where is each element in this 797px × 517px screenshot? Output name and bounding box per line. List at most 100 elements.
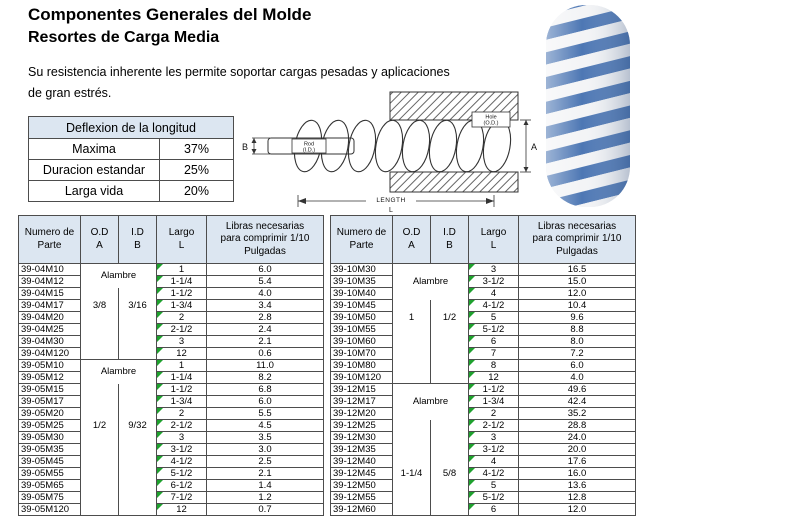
largo-cell: 3 xyxy=(468,431,519,444)
largo-cell: 3 xyxy=(156,431,207,444)
largo-value: 1 xyxy=(178,264,185,275)
deflection-table: Deflexion de la longitud Maxima 37% Dura… xyxy=(28,116,234,202)
dimension-value: 3/8 xyxy=(92,299,107,311)
part-number-cell: 39-10M70 xyxy=(330,347,393,360)
largo-value: 3 xyxy=(178,432,185,443)
libras-cell: 2.1 xyxy=(206,467,324,480)
libras-cell: 3.0 xyxy=(206,443,324,456)
libras-cell: 12.8 xyxy=(518,491,636,504)
green-triangle-icon xyxy=(157,348,163,354)
part-number-cell: 39-12M20 xyxy=(330,407,393,420)
part-number-cell: 39-12M45 xyxy=(330,467,393,480)
rod-label: Rod (I.D.) xyxy=(291,138,327,154)
largo-value: 3-1/2 xyxy=(482,276,505,287)
green-triangle-icon xyxy=(469,432,475,438)
green-triangle-icon xyxy=(157,468,163,474)
od-value-cell: 1-1/4 xyxy=(392,419,431,516)
libras-cell: 13.6 xyxy=(518,479,636,492)
part-number-cell: 39-10M55 xyxy=(330,323,393,336)
green-triangle-icon xyxy=(157,420,163,426)
part-number-cell: 39-10M40 xyxy=(330,287,393,300)
libras-cell: 20.0 xyxy=(518,443,636,456)
libras-cell: 1.4 xyxy=(206,479,324,492)
largo-cell: 5 xyxy=(468,479,519,492)
green-triangle-icon xyxy=(469,336,475,342)
green-triangle-icon xyxy=(469,312,475,318)
wire-label-cell: Alambre xyxy=(392,263,469,300)
largo-cell: 4-1/2 xyxy=(156,455,207,468)
deflection-label: Maxima xyxy=(28,138,160,160)
libras-cell: 4.0 xyxy=(206,287,324,300)
green-triangle-icon xyxy=(157,372,163,378)
largo-value: 4-1/2 xyxy=(170,456,193,467)
libras-cell: 4.5 xyxy=(206,419,324,432)
largo-value: 5 xyxy=(490,480,497,491)
libras-cell: 6.8 xyxy=(206,383,324,396)
largo-cell: 3 xyxy=(468,263,519,276)
libras-cell: 8.8 xyxy=(518,323,636,336)
table-row: Duracion estandar 25% xyxy=(28,159,234,181)
largo-cell: 7 xyxy=(468,347,519,360)
largo-value: 5 xyxy=(490,312,497,323)
largo-value: 2-1/2 xyxy=(170,324,193,335)
part-number-cell: 39-10M35 xyxy=(330,275,393,288)
largo-value: 4-1/2 xyxy=(482,300,505,311)
libras-cell: 2.8 xyxy=(206,311,324,324)
green-triangle-icon xyxy=(157,288,163,294)
green-triangle-icon xyxy=(157,408,163,414)
green-triangle-icon xyxy=(469,384,475,390)
arrow-up-icon xyxy=(251,138,257,143)
part-number-cell: 39-12M15 xyxy=(330,383,393,396)
table-row: Maxima 37% xyxy=(28,138,234,160)
green-triangle-icon xyxy=(157,456,163,462)
largo-value: 1-1/2 xyxy=(482,384,505,395)
largo-value: 2 xyxy=(178,408,185,419)
libras-cell: 6.0 xyxy=(206,263,324,276)
part-number-cell: 39-04M10 xyxy=(18,263,81,276)
largo-cell: 3-1/2 xyxy=(468,443,519,456)
dimension-value: 1/2 xyxy=(92,419,107,431)
largo-cell: 1 xyxy=(156,263,207,276)
dimension-value: 5/8 xyxy=(442,467,457,479)
part-number-cell: 39-12M40 xyxy=(330,455,393,468)
largo-value: 5-1/2 xyxy=(170,468,193,479)
dimension-value: 1-1/4 xyxy=(400,467,423,479)
part-number-cell: 39-10M60 xyxy=(330,335,393,348)
part-number-cell: 39-05M65 xyxy=(18,479,81,492)
spring-diagram: Rod (I.D.) Hole (O.D.) B A xyxy=(242,91,537,214)
libras-cell: 28.8 xyxy=(518,419,636,432)
largo-cell: 1-1/4 xyxy=(156,371,207,384)
largo-cell: 1-3/4 xyxy=(468,395,519,408)
green-triangle-icon xyxy=(157,384,163,390)
largo-cell: 4-1/2 xyxy=(468,467,519,480)
green-triangle-icon xyxy=(469,504,475,510)
libras-cell: 16.5 xyxy=(518,263,636,276)
spring-row: 39-10M55 5-1/2 8.8 xyxy=(330,323,636,336)
largo-value: 12 xyxy=(176,504,187,515)
green-triangle-icon xyxy=(469,480,475,486)
length-label: LENGTH xyxy=(376,197,405,204)
largo-value: 1 xyxy=(178,360,185,371)
green-triangle-icon xyxy=(157,492,163,498)
libras-cell: 3.4 xyxy=(206,299,324,312)
largo-value: 7 xyxy=(490,348,497,359)
largo-value: 5-1/2 xyxy=(482,324,505,335)
part-number-cell: 39-12M30 xyxy=(330,431,393,444)
svg-text:Rod: Rod xyxy=(304,142,314,148)
largo-cell: 5-1/2 xyxy=(468,491,519,504)
arrow-down-icon xyxy=(523,167,529,172)
